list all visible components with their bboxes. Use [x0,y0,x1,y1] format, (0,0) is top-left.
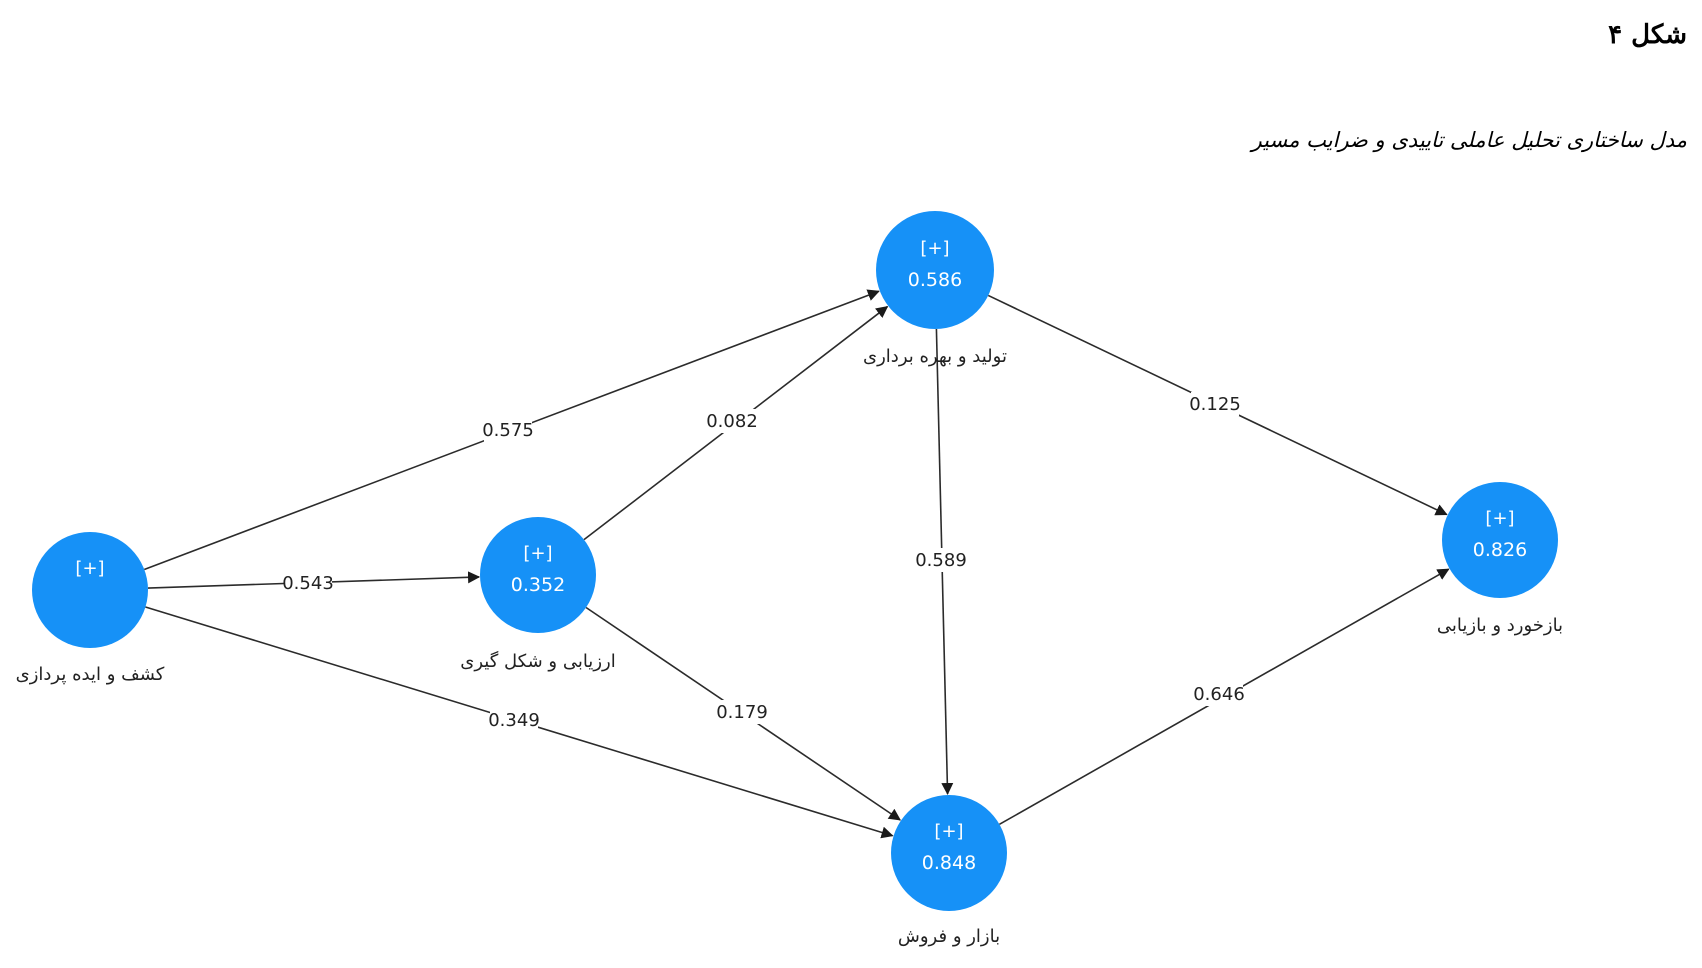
construct-name-label: بازار و فروش [898,926,1000,947]
construct-node-evaluation[interactable]: [+] 0.352 ارزیابی و شکل گیری [460,517,616,672]
path-coefficient-label: 0.349 [488,710,540,731]
expand-indicators-button[interactable]: [+] [1485,508,1514,529]
construct-node-discovery[interactable]: [+] کشف و ایده پردازی [16,532,165,685]
path-edge-production-to-feedback: 0.125 [987,294,1448,516]
construct-name-label: ارزیابی و شکل گیری [460,650,615,672]
path-edge-discovery-to-market: 0.349 [145,606,894,839]
r-squared-value: 0.586 [908,269,962,291]
path-coefficient-label: 0.589 [915,550,967,571]
r-squared-value: 0.352 [511,574,565,596]
edge-label-background [1191,392,1239,416]
edge-label-background [917,548,965,572]
nodes-layer: [+] کشف و ایده پردازی [+] 0.352 ارزیابی و شک… [16,211,1563,947]
r-squared-value: 0.826 [1473,539,1527,561]
path-edge-discovery-to-evaluation: 0.543 [147,571,481,595]
path-coefficient-label: 0.575 [482,420,534,441]
figure-caption: مدل ساختاری تحلیل عاملی تاییدی و ضرایب م… [1251,128,1687,152]
edge-label-background [484,418,532,442]
construct-name-label: کشف و ایده پردازی [16,664,165,685]
path-edge-evaluation-to-production: 0.082 [583,305,889,541]
path-coefficient-label: 0.646 [1193,684,1245,705]
edge-label-background [284,571,332,595]
path-coefficient-label: 0.543 [282,573,334,594]
path-coefficient-label: 0.082 [706,411,758,432]
construct-circle[interactable] [480,517,596,633]
path-edge-evaluation-to-market: 0.179 [585,606,901,821]
construct-name-label: تولید و بهره برداری [863,346,1007,367]
edge-label-background [1195,682,1243,706]
r-squared-value: 0.848 [922,852,976,874]
expand-indicators-button[interactable]: [+] [934,821,963,842]
path-edge-discovery-to-production: 0.575 [143,289,880,571]
expand-indicators-button[interactable]: [+] [75,558,104,579]
construct-node-feedback[interactable]: [+] 0.826 بازخورد و بازیابی [1437,482,1563,636]
path-edge-production-to-market: 0.589 [915,328,967,796]
edge-label-background [708,409,756,433]
figure-label: شکل ۴ [1608,20,1687,50]
expand-indicators-button[interactable]: [+] [523,543,552,564]
construct-node-production[interactable]: [+] 0.586 تولید و بهره برداری [863,211,1007,367]
edge-label-background [718,700,766,724]
edges-layer: 0.575 0.543 0.349 0.082 0.179 0.589 0.125 0.646 [143,289,1450,839]
path-edge-market-to-feedback: 0.646 [999,568,1450,826]
path-coefficient-label: 0.125 [1189,394,1241,415]
construct-name-label: بازخورد و بازیابی [1437,615,1563,636]
construct-circle[interactable] [1442,482,1558,598]
construct-circle[interactable] [876,211,994,329]
construct-node-market[interactable]: [+] 0.848 بازار و فروش [891,795,1007,947]
path-coefficient-label: 0.179 [716,702,768,723]
construct-circle[interactable] [891,795,1007,911]
construct-circle[interactable] [32,532,148,648]
expand-indicators-button[interactable]: [+] [920,238,949,259]
edge-label-background [490,708,538,732]
